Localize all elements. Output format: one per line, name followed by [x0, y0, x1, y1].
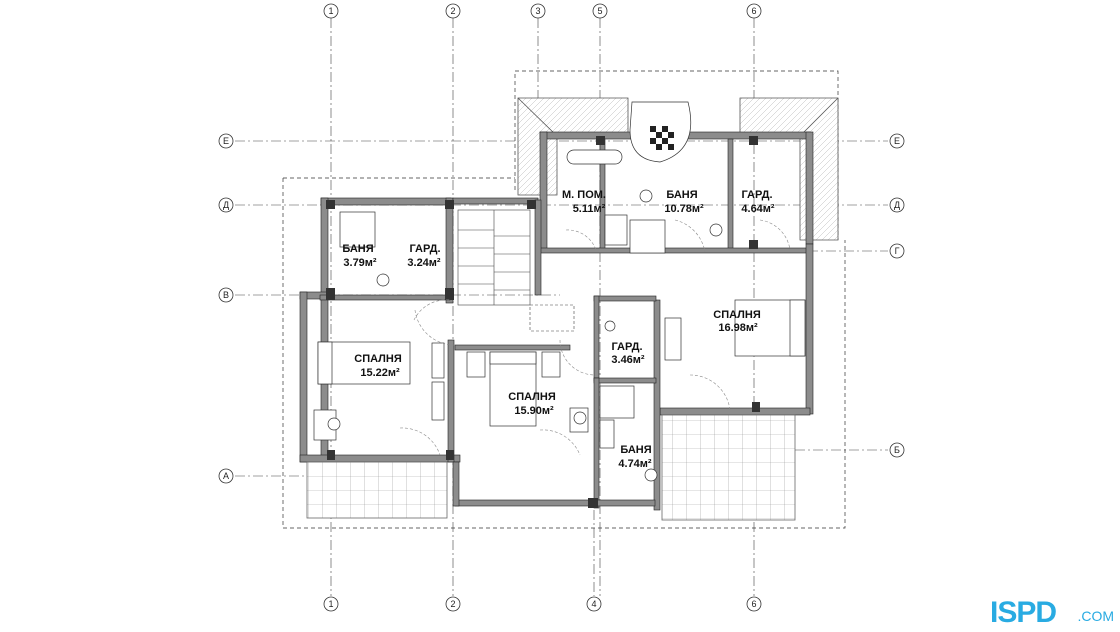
- room-area-wardrobe-left: 3.24м²: [407, 257, 441, 269]
- terraces: [306, 414, 796, 521]
- room-area-wardrobe-top: 4.64м²: [741, 203, 775, 215]
- axis-label-top-3: 3: [535, 6, 540, 16]
- room-area-bath-left: 3.79м²: [343, 257, 377, 269]
- room-area-wardrobe-center: 3.46м²: [611, 354, 645, 366]
- axis-label-bottom-4: 6: [751, 599, 756, 609]
- axis-label-right-4: Б: [894, 445, 900, 455]
- room-name-utility: М. ПОМ.: [562, 189, 606, 201]
- room-name-wardrobe-left: ГАРД.: [409, 243, 440, 255]
- axis-label-top-4: 5: [597, 6, 602, 16]
- axis-label-top-5: 6: [751, 6, 756, 16]
- axis-label-right-1: Е: [894, 136, 900, 146]
- axis-markers-right: [889, 133, 905, 458]
- axis-label-top-2: 2: [450, 6, 455, 16]
- room-name-bedroom-left: СПАЛНЯ: [354, 353, 402, 365]
- logo-domain: .COM: [1077, 608, 1114, 624]
- room-name-bedroom-right: СПАЛНЯ: [713, 309, 761, 321]
- axis-label-top-1: 1: [328, 6, 333, 16]
- axis-label-left-4: А: [223, 471, 229, 481]
- axis-label-left-3: В: [223, 290, 229, 300]
- axis-label-left-1: Е: [223, 136, 229, 146]
- room-name-bath-small: БАНЯ: [620, 444, 651, 456]
- furniture: [313, 101, 806, 482]
- room-area-bath-main: 10.78м²: [664, 203, 704, 215]
- axis-label-right-3: Г: [895, 246, 900, 256]
- ispd-logo: ISPD .COM: [990, 590, 1114, 628]
- door-swings: [399, 219, 791, 456]
- axis-label-left-2: Д: [223, 200, 229, 210]
- room-name-bath-main: БАНЯ: [666, 189, 697, 201]
- room-area-bedroom-left: 15.22м²: [360, 367, 400, 379]
- room-area-bedroom-right: 16.98м²: [718, 322, 758, 334]
- axis-markers-left: [218, 133, 234, 484]
- axis-label-bottom-3: 4: [591, 599, 596, 609]
- axis-label-right-2: Д: [894, 200, 900, 210]
- room-area-bath-small: 4.74м²: [618, 458, 652, 470]
- tub-pattern: [650, 126, 674, 150]
- room-name-bedroom-center: СПАЛНЯ: [508, 391, 556, 403]
- axis-label-bottom-1: 1: [328, 599, 333, 609]
- axis-markers-top: [323, 3, 762, 19]
- axis-label-bottom-2: 2: [450, 599, 455, 609]
- room-labels: М. ПОМ. 5.11м² БАНЯ 10.78м² ГАРД. 4.64м²…: [342, 189, 775, 470]
- logo-mark: ISPD: [990, 596, 1057, 629]
- staircase: [457, 209, 575, 332]
- room-name-bath-left: БАНЯ: [342, 243, 373, 255]
- room-name-wardrobe-center: ГАРД.: [611, 341, 642, 353]
- room-area-utility: 5.11м²: [573, 203, 606, 215]
- room-name-wardrobe-top: ГАРД.: [741, 189, 772, 201]
- axis-markers-bottom: [323, 596, 762, 612]
- room-area-bedroom-center: 15.90м²: [514, 405, 554, 417]
